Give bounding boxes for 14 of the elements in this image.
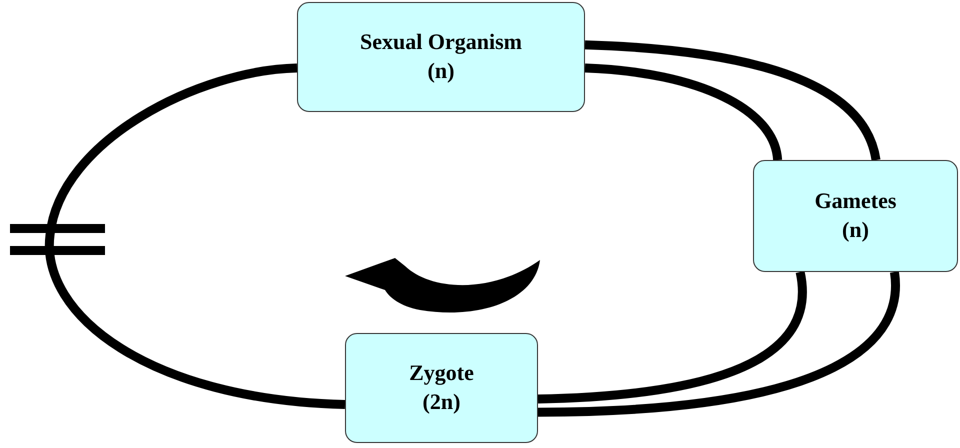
stage-label: (2n) <box>422 388 460 416</box>
connector-line <box>538 271 807 404</box>
connector-line <box>584 40 880 162</box>
stage-label: (n) <box>428 57 454 85</box>
stage-label: Sexual Organism <box>360 28 522 56</box>
stage-label: (n) <box>842 216 869 244</box>
stage-box <box>297 2 585 112</box>
connector-line <box>584 64 782 161</box>
connector-line <box>45 64 346 409</box>
stage-label: Gametes <box>814 187 896 216</box>
stage-box <box>753 160 958 272</box>
stage-label: Zygote <box>409 359 474 388</box>
stage-box <box>345 333 538 443</box>
connector-line <box>538 272 900 417</box>
